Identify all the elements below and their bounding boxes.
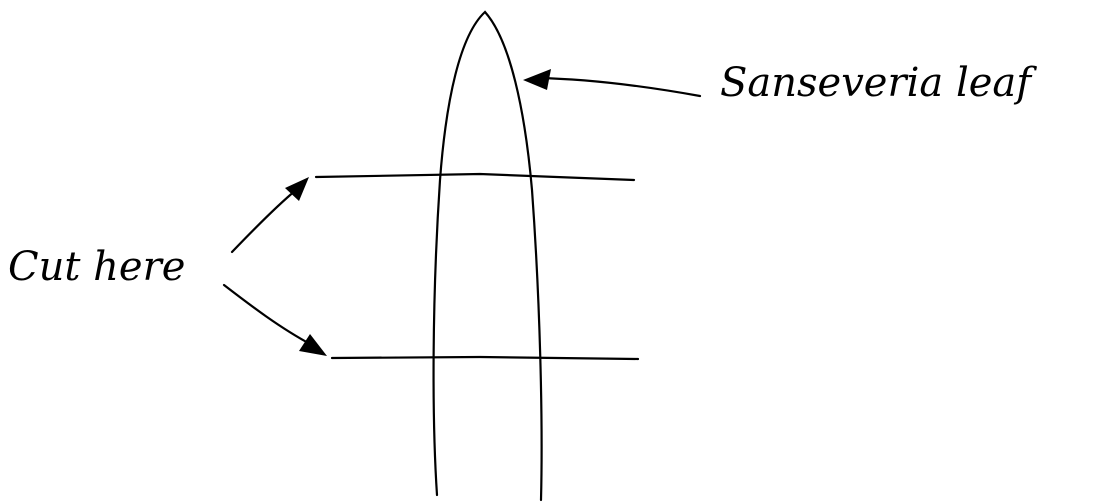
upper-cut-line [314,172,636,182]
upper-cut-pointer-line [230,188,298,254]
lower-cut-pointer-arrowhead [299,334,327,356]
leaf-pointer-arrowhead [523,69,551,90]
sanseveria-leaf-outline [432,10,543,502]
sanseveria-leaf-label: Sanseveria leaf [720,60,1037,106]
upper-cut-pointer-arrowhead [285,177,309,201]
cut-here-label: Cut here [8,244,185,290]
lower-cut-pointer-line [222,283,314,347]
leaf-pointer-line [535,76,702,98]
lower-cut-line [330,355,640,361]
